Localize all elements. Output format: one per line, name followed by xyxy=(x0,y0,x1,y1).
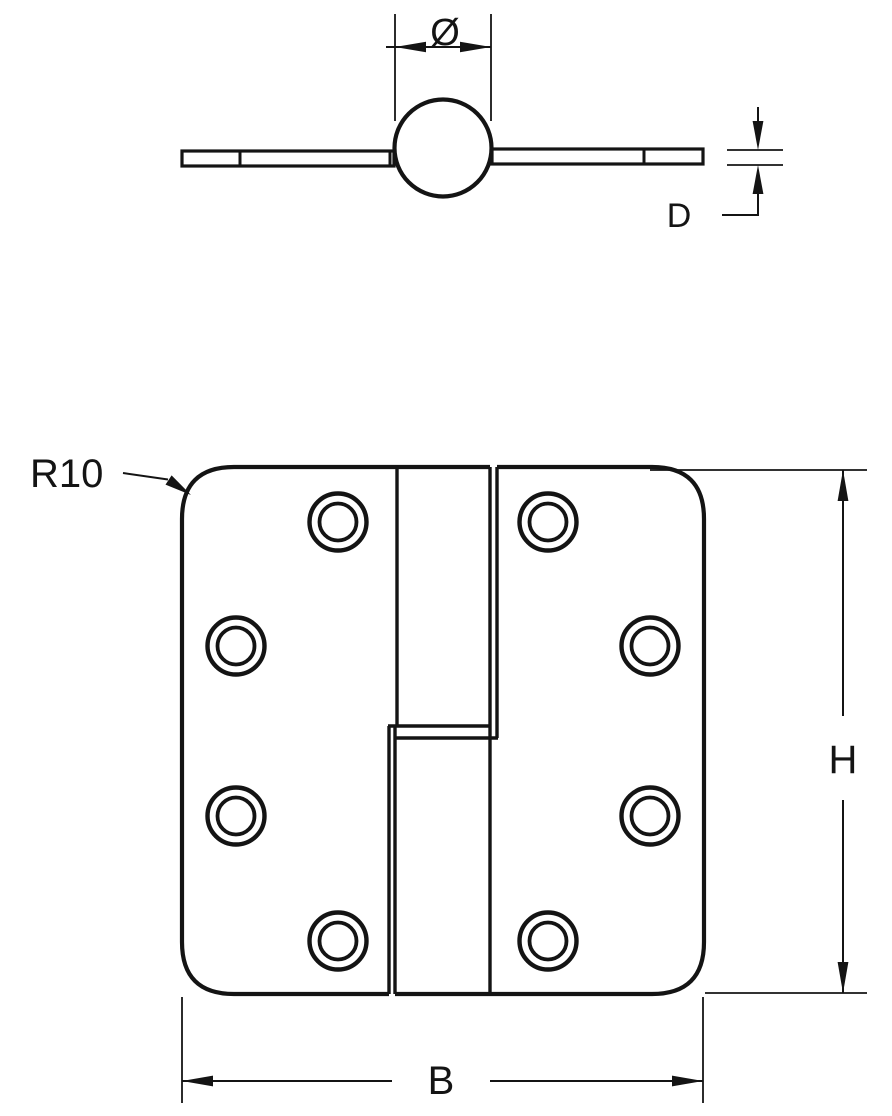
arrowhead-down-icon xyxy=(837,962,849,993)
corner-radius-annotation: R10 xyxy=(30,452,191,496)
screw-hole-outer xyxy=(205,785,267,847)
corner-radius-label: R10 xyxy=(30,452,103,496)
height-label: H xyxy=(829,738,858,782)
arrowhead-down-icon xyxy=(752,121,764,150)
screw-hole xyxy=(517,910,579,972)
screw-hole xyxy=(517,491,579,553)
screw-hole-outer xyxy=(517,491,579,553)
screw-hole-inner xyxy=(629,625,671,667)
front-view xyxy=(179,464,707,997)
screw-hole-outer xyxy=(205,615,267,677)
screw-hole-inner xyxy=(215,795,257,837)
height-dimension: H xyxy=(650,469,867,994)
arrowhead-up-icon xyxy=(752,165,764,194)
screw-hole xyxy=(307,910,369,972)
thickness-dimension: D xyxy=(667,107,783,235)
screw-hole xyxy=(205,615,267,677)
corner-radius-leader-line xyxy=(122,472,169,481)
screw-hole-outer xyxy=(619,785,681,847)
hinge-left-leaf-outline xyxy=(179,464,490,997)
screw-hole-outer xyxy=(517,910,579,972)
screw-holes xyxy=(205,491,681,972)
knuckle-barrel-circle xyxy=(392,97,494,199)
thickness-label: D xyxy=(667,197,692,235)
screw-hole xyxy=(307,491,369,553)
top-view-right-leaf xyxy=(490,147,705,166)
screw-hole-inner xyxy=(527,501,569,543)
screw-hole xyxy=(619,615,681,677)
screw-hole-inner xyxy=(317,920,359,962)
arrowhead-left-icon xyxy=(182,1075,213,1087)
thickness-leader-line xyxy=(722,194,759,216)
screw-hole-outer xyxy=(619,615,681,677)
screw-hole xyxy=(205,785,267,847)
arrowhead-up-icon xyxy=(837,470,849,501)
diameter-label: Ø xyxy=(430,12,460,54)
screw-hole-outer xyxy=(307,491,369,553)
screw-hole xyxy=(619,785,681,847)
width-label: B xyxy=(428,1059,455,1103)
arrowhead-left-icon xyxy=(395,41,426,53)
hinge-right-leaf-outline xyxy=(395,464,707,997)
screw-hole-inner xyxy=(629,795,671,837)
screw-hole-outer xyxy=(307,910,369,972)
screw-hole-inner xyxy=(215,625,257,667)
screw-hole-inner xyxy=(527,920,569,962)
top-view xyxy=(180,97,705,199)
knuckle-joint-lines xyxy=(387,467,499,994)
top-view-left-leaf xyxy=(180,149,396,168)
arrowhead-corner-icon xyxy=(165,475,191,495)
screw-hole-inner xyxy=(317,501,359,543)
width-dimension: B xyxy=(181,997,704,1103)
arrowhead-right-icon xyxy=(460,41,491,53)
diameter-dimension: Ø xyxy=(386,12,492,121)
arrowhead-right-icon xyxy=(672,1075,703,1087)
